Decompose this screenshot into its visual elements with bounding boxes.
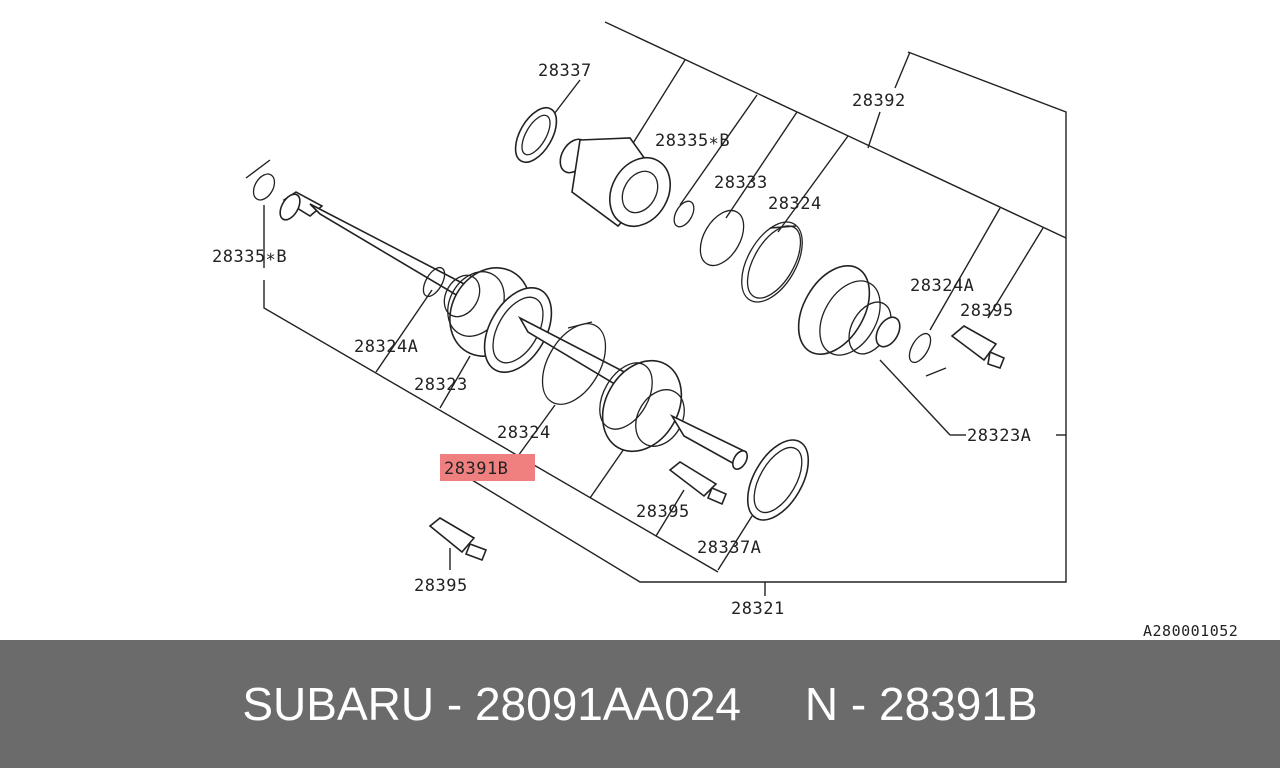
footer-spacer (741, 677, 805, 731)
part-label-highlighted: 28391B (444, 459, 508, 479)
reference-code: A280001052 (1143, 622, 1238, 640)
part-label: 28323A (967, 426, 1031, 446)
part-label: 28324A (354, 337, 418, 357)
drive-shaft-assembly (279, 191, 749, 470)
part-label: 28335∗B (212, 247, 287, 267)
part-label: 28324 (497, 423, 551, 443)
footer-bar: SUBARU - 28091AA024 N - 28391B (0, 640, 1280, 768)
part-label: 28324A (910, 276, 974, 296)
part-label: 28324 (768, 194, 822, 214)
part-label: 28335∗B (655, 131, 730, 151)
part-label: 28321 (731, 599, 785, 619)
part-label: 28337 (538, 61, 592, 81)
part-label: 28337A (697, 538, 761, 558)
part-label: 28333 (714, 173, 768, 193)
upper-exploded-parts (514, 107, 1006, 377)
left-snap-ring (245, 159, 276, 201)
brand-part-number: SUBARU - 28091AA024 (242, 678, 741, 730)
part-label: 28395 (414, 576, 468, 596)
lower-loose-parts (428, 439, 810, 562)
diagram-note: N - 28391B (804, 678, 1038, 730)
part-label: 28323 (414, 375, 468, 395)
bracket-lines (263, 21, 1067, 596)
parts-exploded-diagram: 28337 28335∗B 28333 28324 28392 28335∗B … (212, 21, 1238, 640)
highlight-box (440, 454, 535, 481)
part-label: 28395 (960, 301, 1014, 321)
part-label: 28395 (636, 502, 690, 522)
part-label: 28392 (852, 91, 906, 111)
part-labels: 28337 28335∗B 28333 28324 28392 28335∗B … (212, 61, 1238, 640)
